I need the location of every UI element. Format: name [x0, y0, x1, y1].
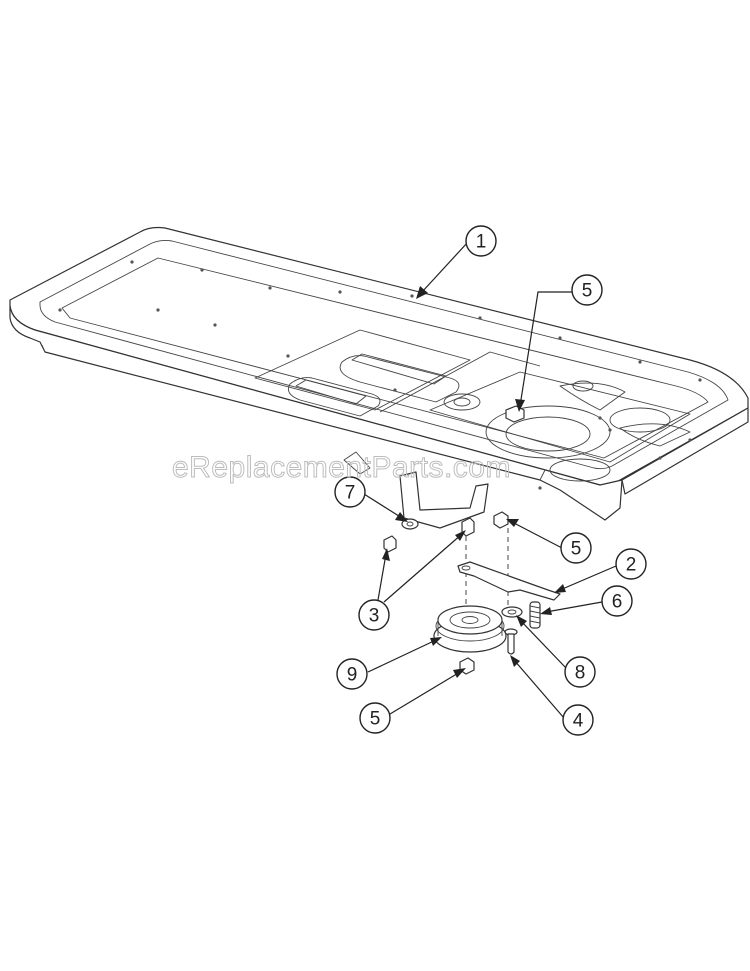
- callout-3-label: 3: [369, 606, 380, 627]
- callout-8-label: 8: [575, 663, 586, 684]
- pulley-9: [433, 605, 507, 653]
- callout-8: 8: [564, 656, 596, 688]
- hex-nut-mid: [493, 511, 509, 529]
- callout-5-bottom-label: 5: [370, 709, 381, 730]
- frame-pan: [9, 226, 749, 529]
- pin-4: [504, 628, 518, 655]
- callout-2: 2: [615, 548, 647, 580]
- watermark-text: eReplacementParts.com: [172, 451, 511, 484]
- callout-3: 3: [358, 599, 390, 631]
- rim-holes: [58, 260, 702, 490]
- idler-arm-2: [457, 561, 561, 601]
- callout-6: 6: [601, 585, 633, 617]
- washer-8: [501, 606, 523, 618]
- callout-5-mid-label: 5: [571, 539, 582, 560]
- callout-2-label: 2: [626, 555, 637, 576]
- callout-9: 9: [336, 658, 368, 690]
- hex-nut-top: [505, 405, 525, 423]
- callout-7: 7: [334, 476, 366, 508]
- callout-4: 4: [562, 704, 594, 736]
- bolt-3-left: [383, 535, 397, 553]
- callout-6-label: 6: [612, 592, 623, 613]
- callout-7-label: 7: [345, 483, 356, 504]
- spring-6: [529, 601, 541, 629]
- callout-4-label: 4: [573, 711, 584, 732]
- callout-5-bottom: 5: [359, 702, 391, 734]
- callout-1-label: 1: [476, 232, 487, 253]
- leader-lines: [363, 241, 617, 719]
- callout-5-top: 5: [571, 274, 603, 306]
- callout-5-mid: 5: [560, 532, 592, 564]
- callout-9-label: 9: [347, 665, 358, 686]
- callout-1: 1: [465, 225, 497, 257]
- callout-5-top-label: 5: [582, 281, 593, 302]
